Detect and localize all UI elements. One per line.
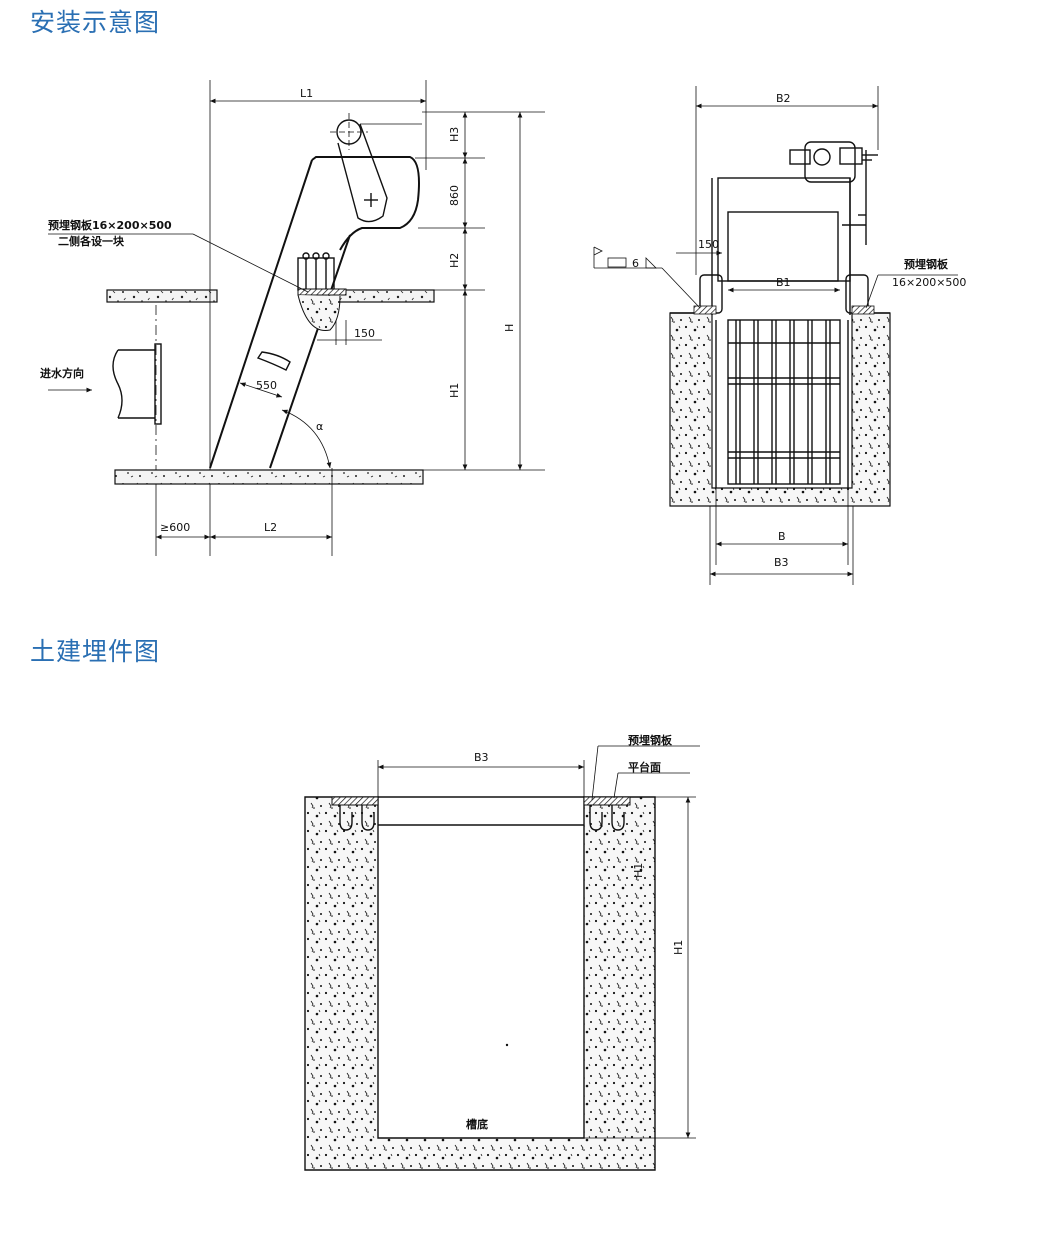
plate-note-line2: 二侧各设一块 bbox=[58, 234, 125, 248]
drive-motor bbox=[789, 141, 878, 245]
embedded-plate-left bbox=[331, 796, 379, 831]
dim-550: 550 bbox=[256, 379, 277, 392]
inlet-pipe bbox=[112, 343, 162, 425]
dim-B: B bbox=[778, 530, 786, 543]
dim-L2: L2 bbox=[264, 521, 277, 534]
embedded-plate-right bbox=[583, 796, 631, 831]
dim-600: ≥600 bbox=[160, 521, 190, 534]
dim-H3: H3 bbox=[448, 127, 461, 142]
plate-note-line1: 预埋钢板16×200×500 bbox=[48, 218, 172, 232]
weld-symbol: 6 bbox=[593, 246, 701, 309]
drive-arm bbox=[337, 123, 388, 223]
civil-dim-H1: H1 bbox=[672, 940, 685, 955]
front-plate-note-line1: 预埋钢板 bbox=[904, 257, 949, 271]
dim-H2: H2 bbox=[448, 253, 461, 268]
dim-B2: B2 bbox=[776, 92, 791, 105]
civil-plate-label: 预埋钢板 bbox=[628, 733, 673, 747]
rake-profile bbox=[256, 351, 291, 371]
front-view: B2 150 B1 6 预埋钢板 16×200×500 B B3 bbox=[593, 86, 966, 585]
civil-channel-concrete bbox=[304, 796, 656, 1171]
dim-860: 860 bbox=[448, 185, 461, 206]
dim-H: H bbox=[503, 324, 516, 332]
section-title-installation: 安装示意图 bbox=[30, 8, 161, 37]
civil-dim-B3: B3 bbox=[474, 751, 489, 764]
front-plate-note-line2: 16×200×500 bbox=[892, 276, 966, 289]
upper-frame bbox=[717, 177, 851, 282]
dim-H1-side: H1 bbox=[448, 383, 461, 398]
section-title-civil: 土建埋件图 bbox=[30, 637, 161, 666]
lower-slab bbox=[114, 469, 424, 485]
dim-B3-front: B3 bbox=[774, 556, 789, 569]
civil-view: B3 预埋钢板 平台面 H1 H1 槽底 bbox=[304, 733, 700, 1171]
civil-bottom-label: 槽底 bbox=[466, 1117, 488, 1131]
angle-label: α bbox=[316, 420, 323, 433]
support-bracket bbox=[297, 252, 347, 332]
channel-concrete bbox=[669, 312, 891, 507]
screen-grating bbox=[715, 319, 849, 488]
civil-dim-H1-small: H1 bbox=[632, 863, 645, 878]
head-housing bbox=[311, 156, 420, 251]
flow-direction-label: 进水方向 bbox=[40, 366, 84, 380]
dim-150-front: 150 bbox=[698, 238, 719, 251]
weld-size: 6 bbox=[632, 257, 639, 270]
side-view: 550 α 150 进水方向 预埋钢板16×200×500 二侧各设一块 L1 bbox=[40, 80, 545, 556]
dim-L1: L1 bbox=[300, 87, 313, 100]
dim-150-side: 150 bbox=[354, 327, 375, 340]
dim-B1: B1 bbox=[776, 276, 791, 289]
upper-slab-left bbox=[106, 289, 218, 303]
civil-platform-label: 平台面 bbox=[628, 760, 661, 774]
